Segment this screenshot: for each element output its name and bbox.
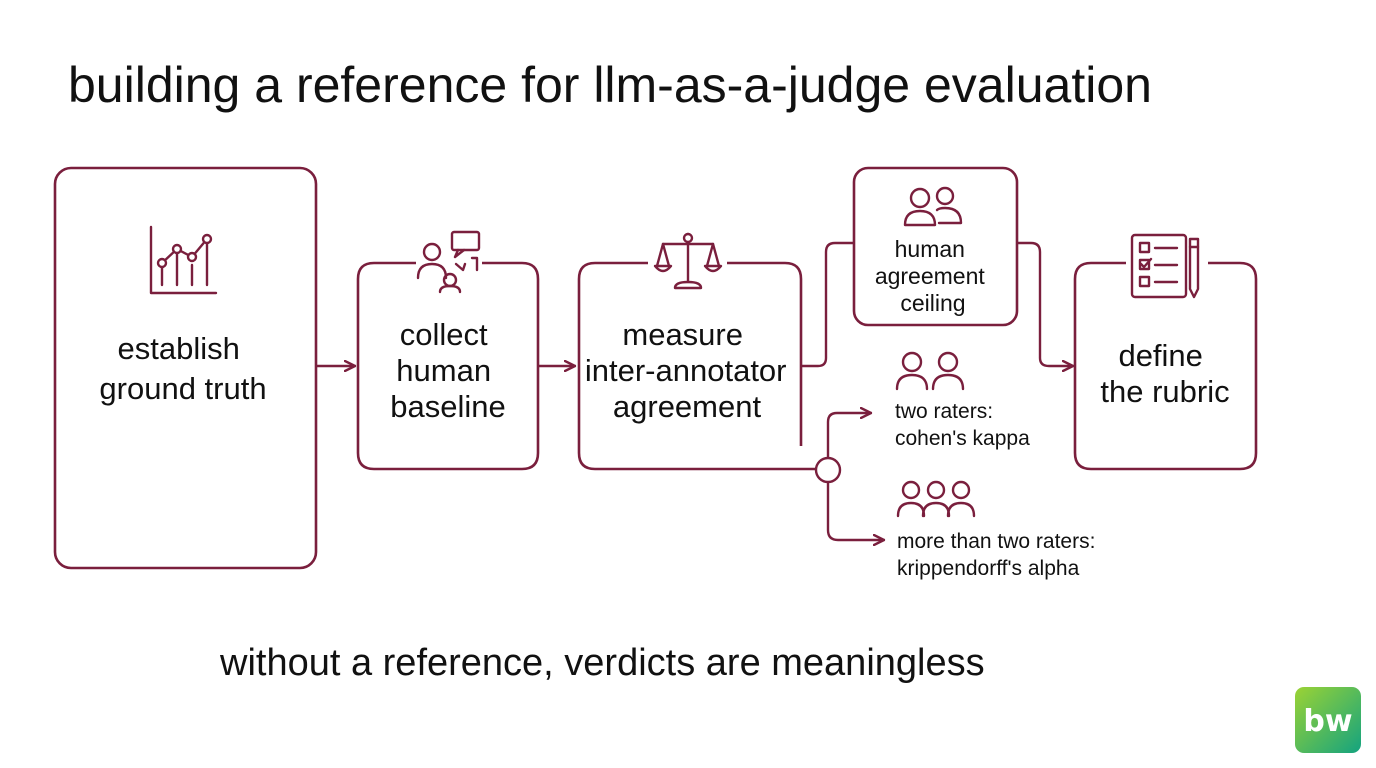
- label-line: human: [396, 353, 491, 388]
- arrow-to-two-raters: [826, 413, 873, 460]
- svg-text:measure inter-annotator: measure inter-annotator agreement: [585, 317, 795, 424]
- label-line: inter-annotator: [585, 353, 787, 388]
- label-line: baseline: [390, 389, 505, 424]
- label-line: two raters:: [895, 400, 993, 423]
- label-line: measure: [622, 317, 743, 352]
- checklist-pencil-icon: [1130, 233, 1200, 299]
- logo-text: bw: [1303, 704, 1352, 739]
- label-line: krippendorff's alpha: [897, 557, 1080, 580]
- svg-text:human agreement ce: human agreement ceiling: [875, 236, 991, 316]
- svg-text:define the rubric: define the rubric: [1100, 338, 1229, 409]
- step-establish-ground-truth: establish ground truth: [53, 166, 318, 570]
- three-people-icon: [896, 480, 976, 518]
- label-line: ceiling: [900, 290, 965, 316]
- junction-node: [814, 456, 842, 484]
- label-line: collect: [400, 317, 488, 352]
- balance-scale-icon: [653, 232, 723, 290]
- brand-logo: bw: [1295, 687, 1361, 753]
- label-line: more than two raters:: [897, 530, 1095, 553]
- step-define-the-rubric: define the rubric: [1073, 233, 1258, 471]
- label-line: human: [895, 236, 965, 262]
- branch-more-than-two-raters: more than two raters: krippendorff's alp…: [896, 480, 1101, 580]
- svg-text:more than two raters: kr: more than two raters: krippendorff's alp…: [897, 530, 1101, 580]
- line-chart-icon: [149, 225, 218, 295]
- step-human-agreement-ceiling: human agreement ceiling: [852, 166, 1019, 327]
- step-measure-inter-annotator-agreement: measure inter-annotator agreement: [577, 232, 815, 471]
- svg-text:two raters: cohen's kapp: two raters: cohen's kappa: [895, 400, 1030, 450]
- arrow-ceiling-to-rubric: [1015, 241, 1075, 366]
- label-line: the rubric: [1100, 374, 1229, 409]
- label-line: cohen's kappa: [895, 427, 1030, 450]
- label-line: define: [1118, 338, 1202, 373]
- two-people-icon: [903, 186, 963, 227]
- label-line: ground truth: [99, 371, 266, 406]
- connectors: [314, 241, 1075, 540]
- footer-caption: without a reference, verdicts are meanin…: [219, 642, 985, 684]
- connector-agreement-to-ceiling: [799, 241, 856, 368]
- people-chat-icon: [416, 230, 481, 294]
- two-people-icon: [895, 351, 965, 391]
- step-collect-human-baseline: collect human baseline: [356, 230, 540, 471]
- svg-text:establish ground truth: establish ground truth: [99, 331, 266, 406]
- arrow-to-more-raters: [826, 480, 886, 540]
- label-line: establish: [118, 331, 240, 366]
- branch-two-raters: two raters: cohen's kappa: [895, 351, 1030, 450]
- page-title: building a reference for llm-as-a-judge …: [68, 57, 1152, 113]
- svg-text:collect human base: collect human baseline: [390, 317, 505, 424]
- label-line: agreement: [875, 263, 986, 289]
- label-line: agreement: [613, 389, 762, 424]
